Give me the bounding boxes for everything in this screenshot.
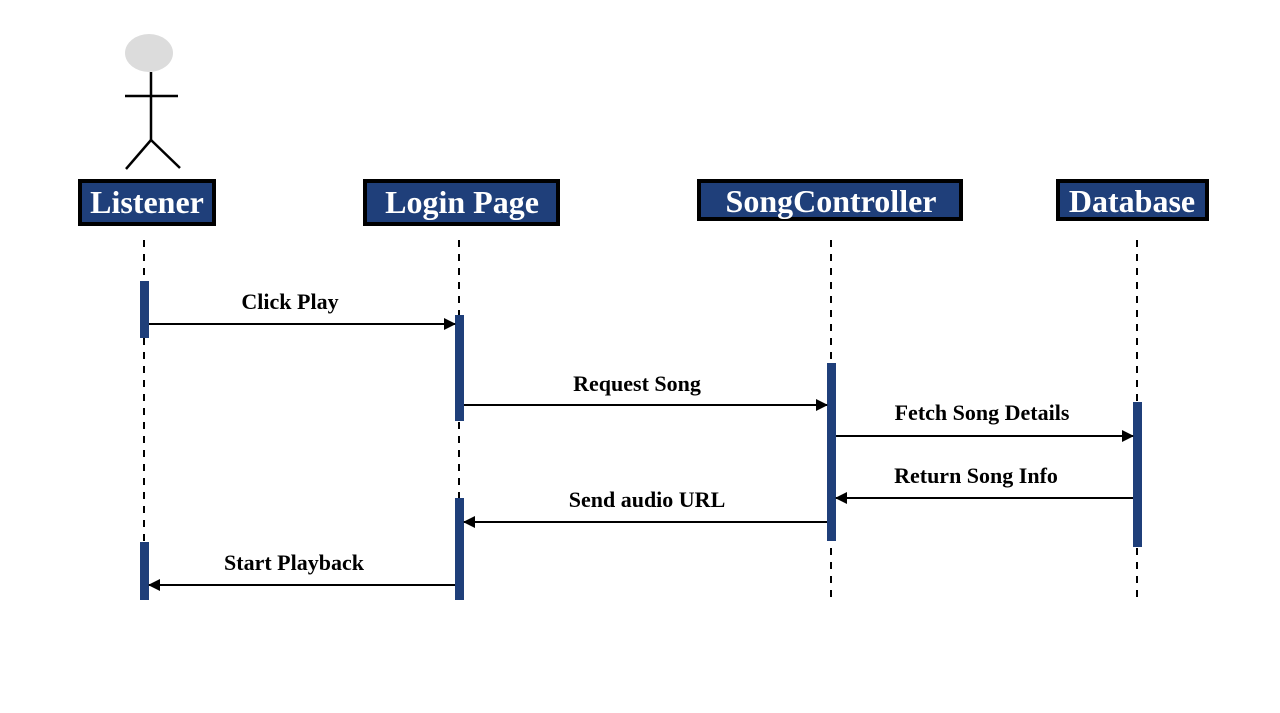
activation-bar — [140, 542, 149, 600]
message-return-song-info: Return Song Info — [835, 463, 1133, 504]
participant-listener: Listener — [78, 179, 216, 226]
participant-login-page: Login Page — [363, 179, 560, 226]
participant-database: Database — [1056, 179, 1209, 221]
activation-bar — [827, 363, 836, 541]
participant-songcontroller: SongController — [697, 179, 963, 221]
actor-figure-icon — [125, 34, 181, 170]
message-request-song: Request Song — [464, 371, 828, 411]
participant-label-songcontroller: SongController — [726, 183, 937, 219]
participant-label-database: Database — [1069, 183, 1195, 219]
participant-label-login-page: Login Page — [385, 184, 539, 220]
participant-label-listener: Listener — [90, 184, 204, 220]
message-label: Send audio URL — [569, 487, 726, 512]
message-label: Start Playback — [224, 550, 365, 575]
message-label: Request Song — [573, 371, 701, 396]
message-start-playback: Start Playback — [148, 550, 455, 591]
activation-bar — [455, 315, 464, 421]
activation-bar — [1133, 402, 1142, 547]
message-label: Return Song Info — [894, 463, 1058, 488]
message-click-play: Click Play — [149, 289, 456, 330]
message-label: Click Play — [241, 289, 338, 314]
message-label: Fetch Song Details — [895, 400, 1070, 425]
message-fetch-song-details: Fetch Song Details — [836, 400, 1134, 442]
activation-bar — [140, 281, 149, 338]
activation-bar — [455, 498, 464, 600]
message-send-audio-url: Send audio URL — [463, 487, 827, 528]
